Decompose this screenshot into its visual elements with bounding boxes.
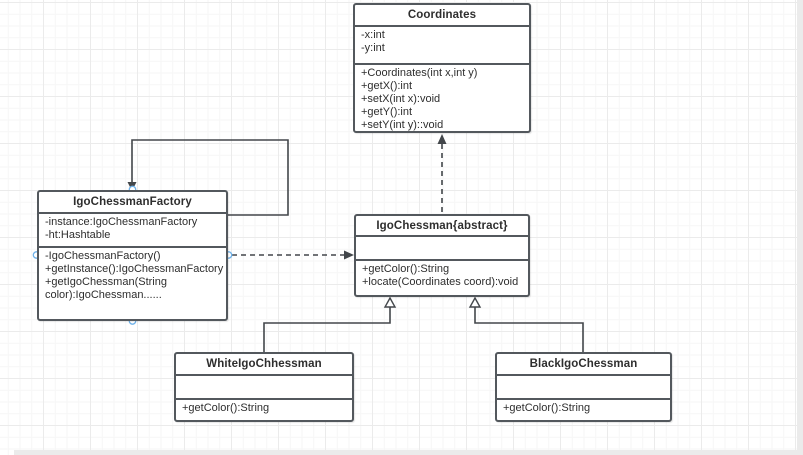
scrollbar-track-horizontal[interactable] (14, 450, 803, 455)
class-box-igo-chessman-abstract[interactable]: IgoChessman{abstract} +getColor():String… (354, 214, 530, 297)
attributes-compartment: -instance:IgoChessmanFactory-ht:Hashtabl… (39, 212, 226, 246)
scrollbar-track-vertical[interactable] (797, 0, 803, 455)
member-line: +getIgoChessman(String (45, 276, 167, 288)
generalization-triangle-left (383, 296, 397, 308)
member-line: -y:int (361, 42, 385, 54)
attributes-compartment (497, 374, 670, 398)
member-line: -ht:Hashtable (45, 229, 111, 241)
class-title: WhiteIgoChhessman (206, 358, 322, 370)
methods-compartment: +Coordinates(int x,int y)+getX():int+set… (355, 63, 529, 131)
methods-compartment: +getColor():String (176, 398, 352, 420)
generalization-white-to-igochessman[interactable] (263, 307, 391, 352)
member-line: +getX():int (361, 80, 413, 92)
class-title: Coordinates (407, 9, 477, 21)
member-line: +locate(Coordinates coord):void (362, 276, 519, 288)
dependency-arrowhead-up (437, 134, 447, 144)
methods-compartment: -IgoChessmanFactory()+getInstance():IgoC… (39, 246, 226, 319)
generalization-triangle-right (468, 296, 482, 308)
methods-compartment: +getColor():String+locate(Coordinates co… (356, 259, 528, 295)
dependency-arrowhead-right (344, 250, 354, 260)
member-line: +Coordinates(int x,int y) (361, 67, 478, 79)
member-line: +getColor():String (503, 402, 591, 414)
attributes-compartment: -x:int-y:int (355, 25, 529, 63)
class-box-black-igo-chessman[interactable]: BlackIgoChessman +getColor():String (495, 352, 672, 422)
member-line: +getInstance():IgoChessmanFactory (45, 263, 224, 275)
class-box-igo-chessman-factory[interactable]: IgoChessmanFactory -instance:IgoChessman… (37, 190, 228, 321)
member-line: color):IgoChessman...... (45, 289, 162, 301)
member-line: -x:int (361, 29, 385, 41)
member-line: +setY(int y)::void (361, 119, 444, 131)
generalization-black-to-igochessman[interactable] (474, 307, 584, 352)
class-title: IgoChessman{abstract} (376, 219, 508, 232)
self-association-factory[interactable] (131, 139, 289, 216)
attributes-compartment (176, 374, 352, 398)
member-line: -instance:IgoChessmanFactory (45, 216, 198, 228)
class-title: BlackIgoChessman (529, 358, 638, 370)
class-title: IgoChessmanFactory (73, 196, 192, 208)
attributes-compartment (356, 235, 528, 259)
class-box-white-igo-chhessman[interactable]: WhiteIgoChhessman +getColor():String (174, 352, 354, 422)
class-box-coordinates[interactable]: Coordinates -x:int-y:int +Coordinates(in… (353, 3, 531, 133)
member-line: +getY():int (361, 106, 413, 118)
methods-compartment: +getColor():String (497, 398, 670, 420)
member-line: +getColor():String (362, 263, 450, 275)
member-line: +getColor():String (182, 402, 270, 414)
member-line: -IgoChessmanFactory() (45, 250, 161, 262)
member-line: +setX(int x):void (361, 93, 441, 105)
